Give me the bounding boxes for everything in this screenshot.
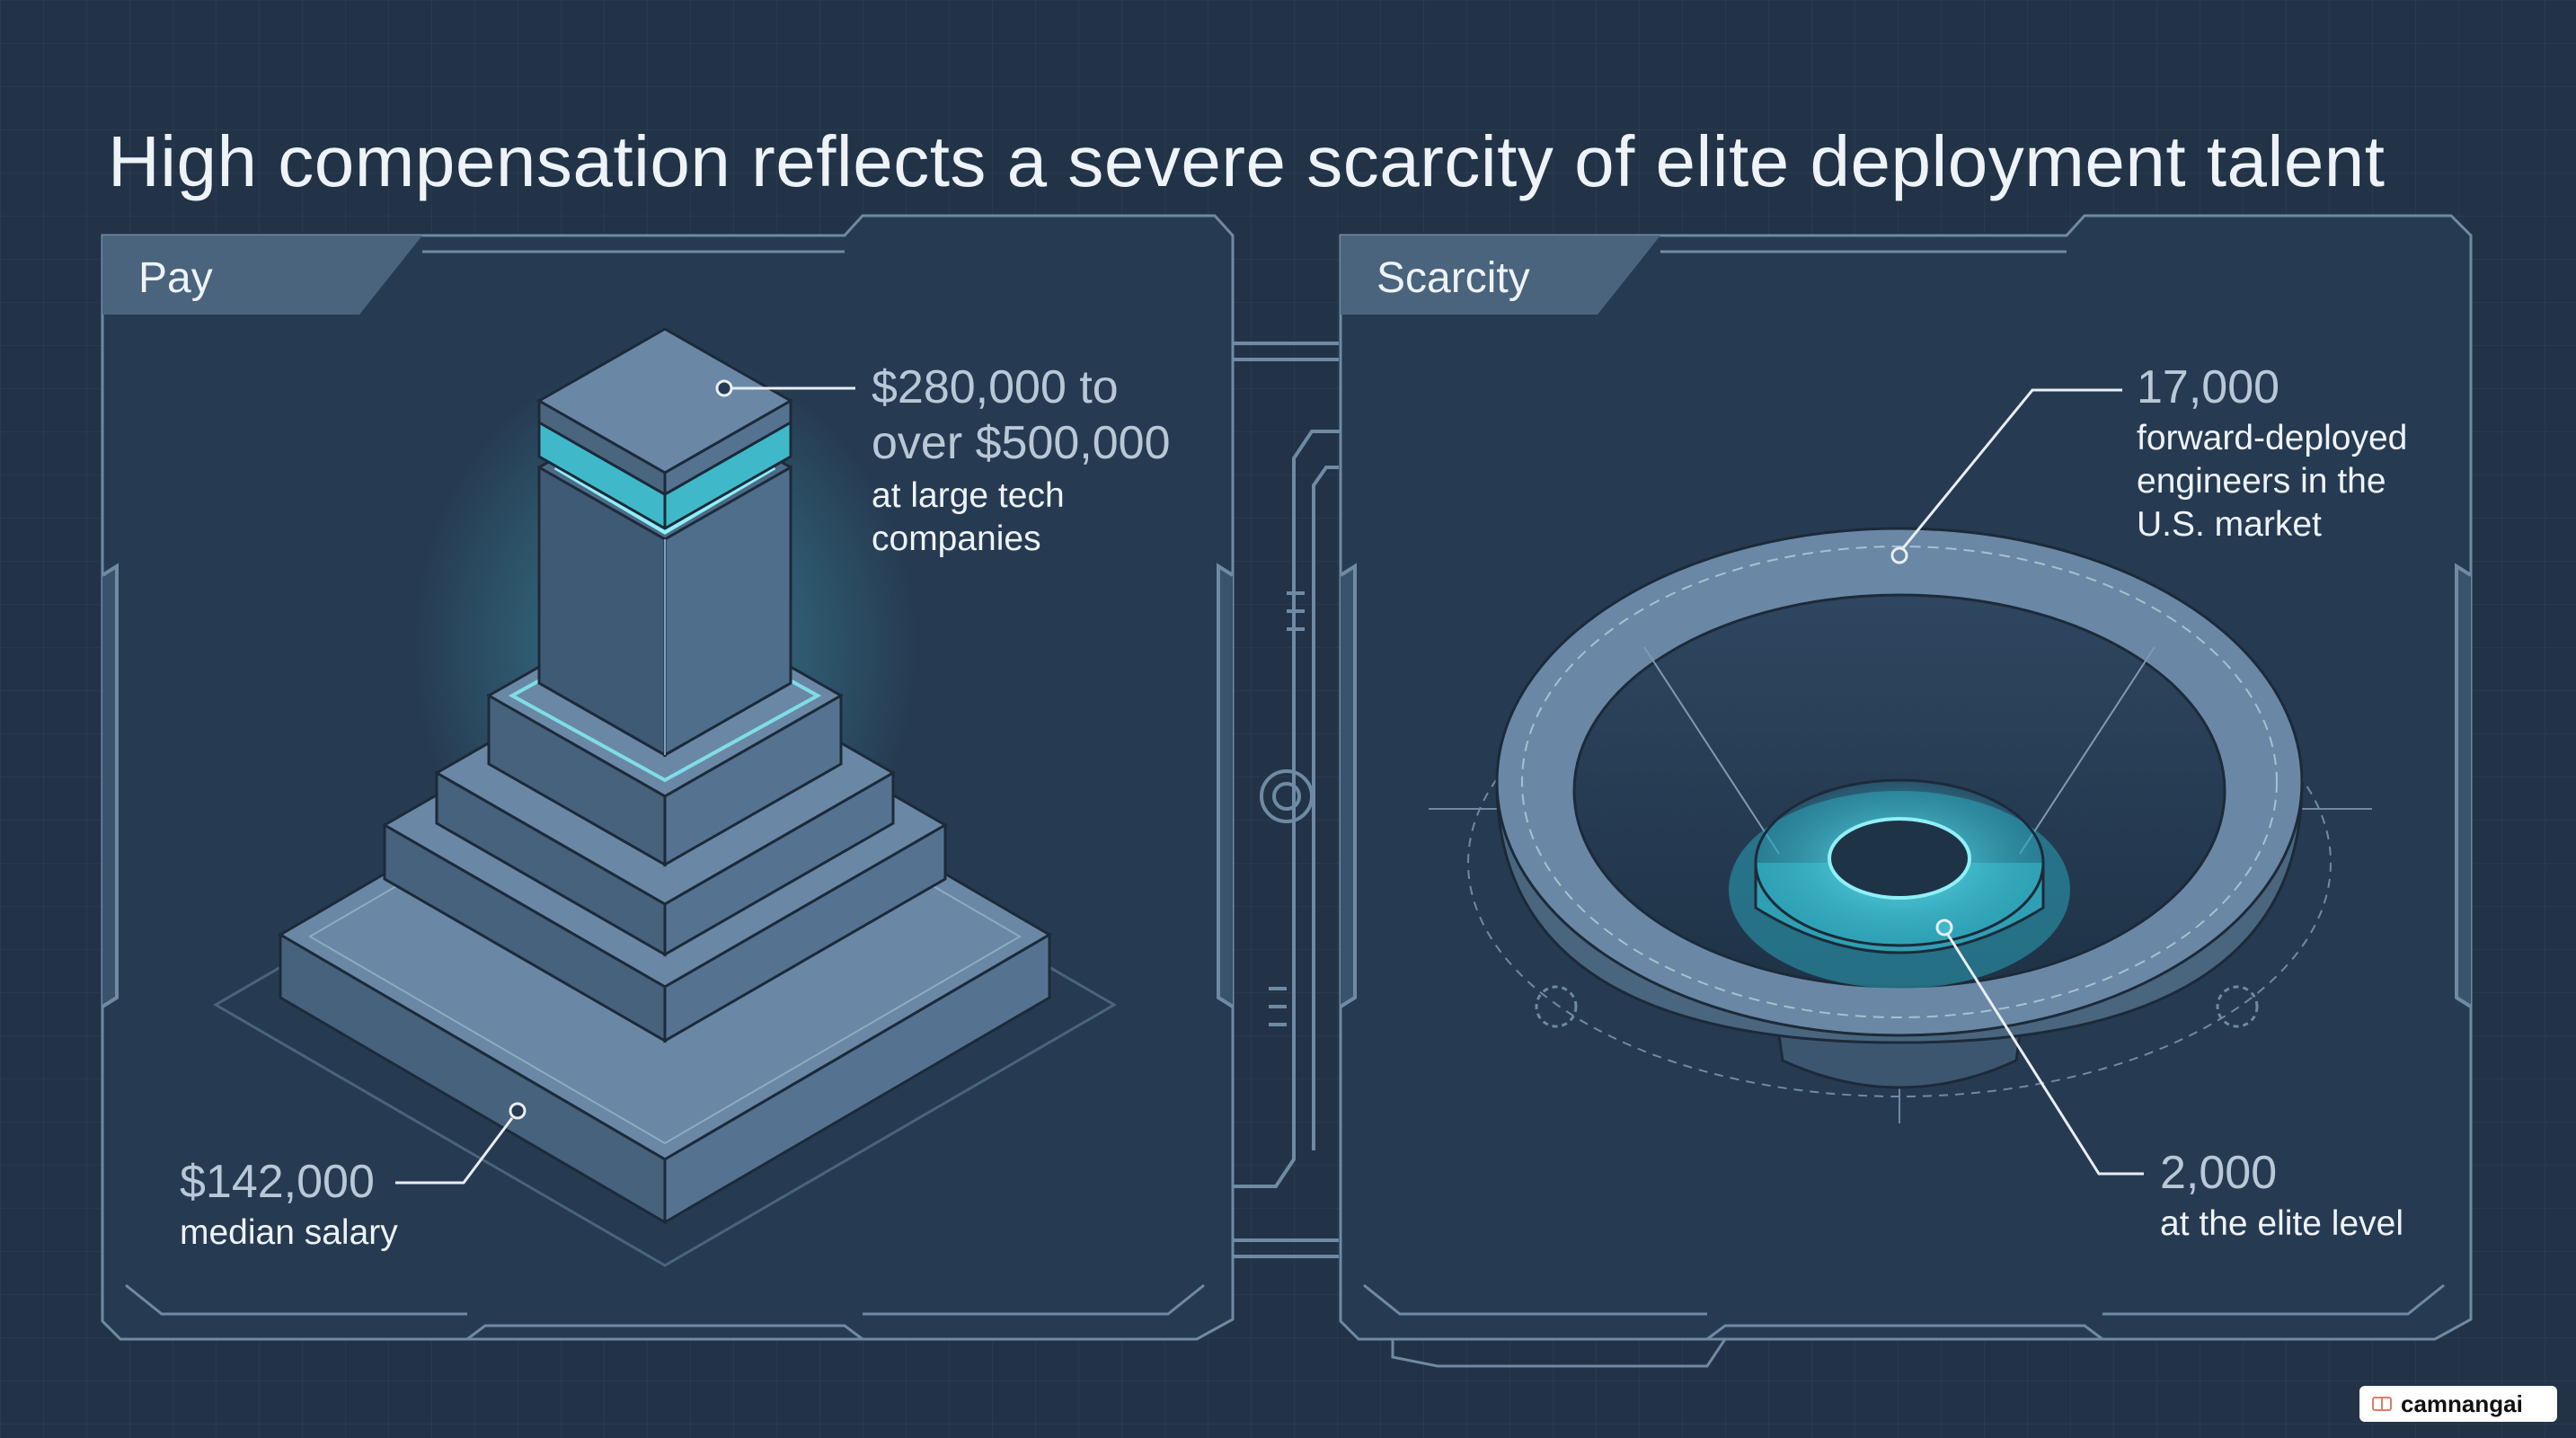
scarcity-bottom-value: 2,000: [2160, 1147, 2278, 1199]
scarcity-panel-label: Scarcity: [1377, 254, 1530, 302]
pyramid-illustration: [213, 327, 1117, 1267]
watermark-badge: camnangai: [2359, 1386, 2557, 1422]
scarcity-bottom-leader: [1935, 919, 2144, 1176]
pay-bottom-text: median salary: [180, 1213, 398, 1252]
scarcity-tab: [1341, 235, 1660, 315]
pay-top-value-line1: $280,000 to: [872, 361, 1119, 413]
page-title: High compensation reflects a severe scar…: [108, 120, 2386, 201]
scarcity-top-value: 17,000: [2137, 361, 2280, 413]
watermark-text: camnangai: [2401, 1389, 2523, 1417]
pay-tab: [102, 235, 422, 315]
funnel-illustration: [1429, 527, 2372, 1123]
scarcity-bottom-text: at the elite level: [2160, 1204, 2404, 1243]
pay-top-value-line2: over $500,000: [872, 417, 1171, 469]
scarcity-top-text-line1: forward-deployed: [2137, 419, 2408, 457]
book-icon: [2372, 1397, 2392, 1411]
pay-top-leader: [715, 379, 855, 397]
pay-panel-label: Pay: [138, 254, 213, 302]
panel-connector: [1233, 342, 1341, 1258]
scarcity-top-leader: [1890, 388, 2122, 564]
scarcity-top-text-line2: engineers in the: [2137, 462, 2386, 501]
scarcity-top-text-line3: U.S. market: [2137, 505, 2322, 544]
pay-bottom-leader: [395, 1102, 527, 1185]
pay-top-text-line1: at large tech: [872, 476, 1065, 515]
pay-bottom-value: $142,000: [180, 1156, 375, 1208]
pay-top-text-line2: companies: [872, 519, 1041, 558]
